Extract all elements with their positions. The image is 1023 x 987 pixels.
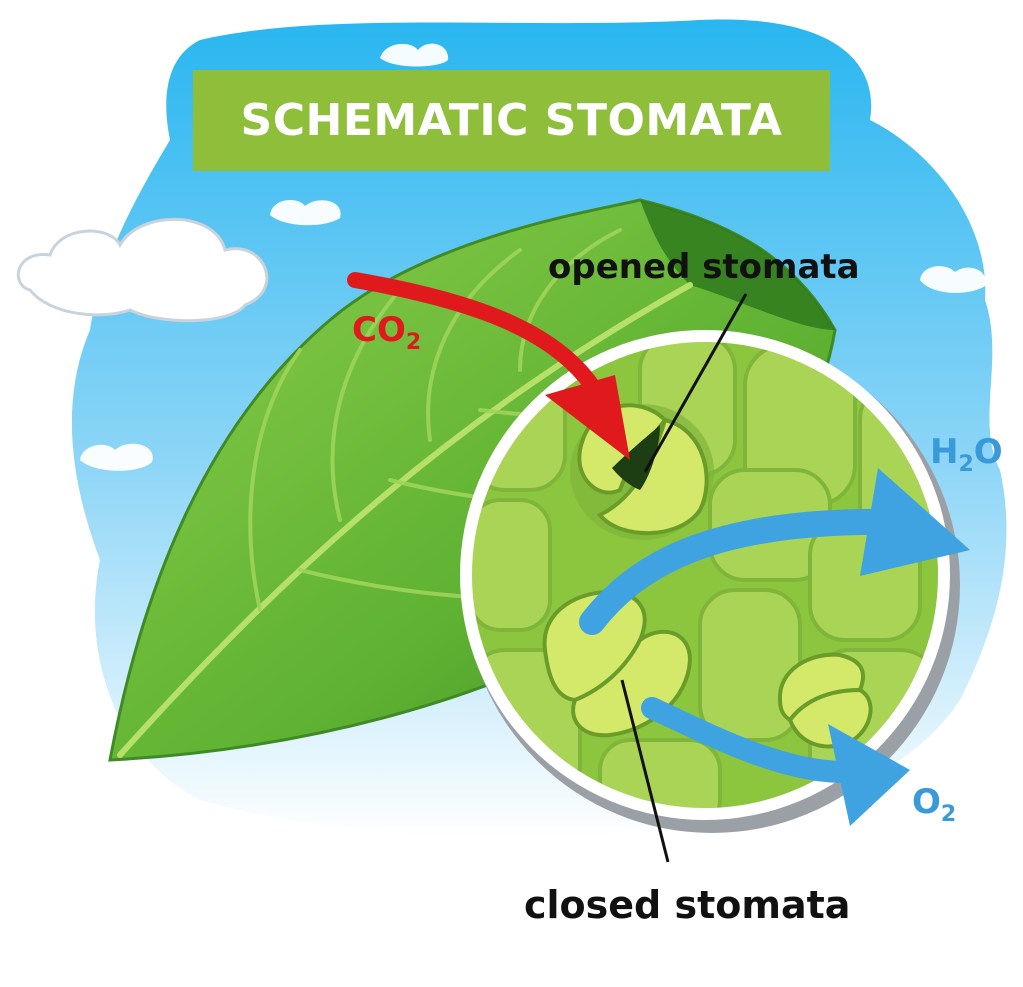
title-banner-bg <box>193 70 830 171</box>
arrow-icon <box>641 697 910 826</box>
stomata-icon <box>777 652 873 749</box>
cloud-icon <box>80 43 986 471</box>
opened-stomata-label: opened stomata <box>548 247 860 287</box>
co2-base: CO <box>352 310 406 350</box>
h2o-base-h: H <box>930 432 959 472</box>
h2o-base-o: O <box>973 432 1003 472</box>
closed-stomata-label: closed stomata <box>524 883 851 927</box>
co2-subscript: 2 <box>405 330 422 355</box>
arrow-icon <box>579 468 970 635</box>
o2-label: O2 <box>912 782 956 827</box>
pointer-line <box>643 293 748 473</box>
cloud-icon <box>16 217 269 323</box>
arrow-icon <box>347 272 630 460</box>
page-title: SCHEMATIC STOMATA <box>240 95 783 146</box>
h2o-subscript: 2 <box>958 452 974 477</box>
pointer-line <box>620 679 670 863</box>
co2-label: CO2 <box>352 310 421 355</box>
h2o-label: H2O <box>930 432 1003 477</box>
o2-base: O <box>912 782 941 822</box>
o2-subscript: 2 <box>940 802 957 827</box>
